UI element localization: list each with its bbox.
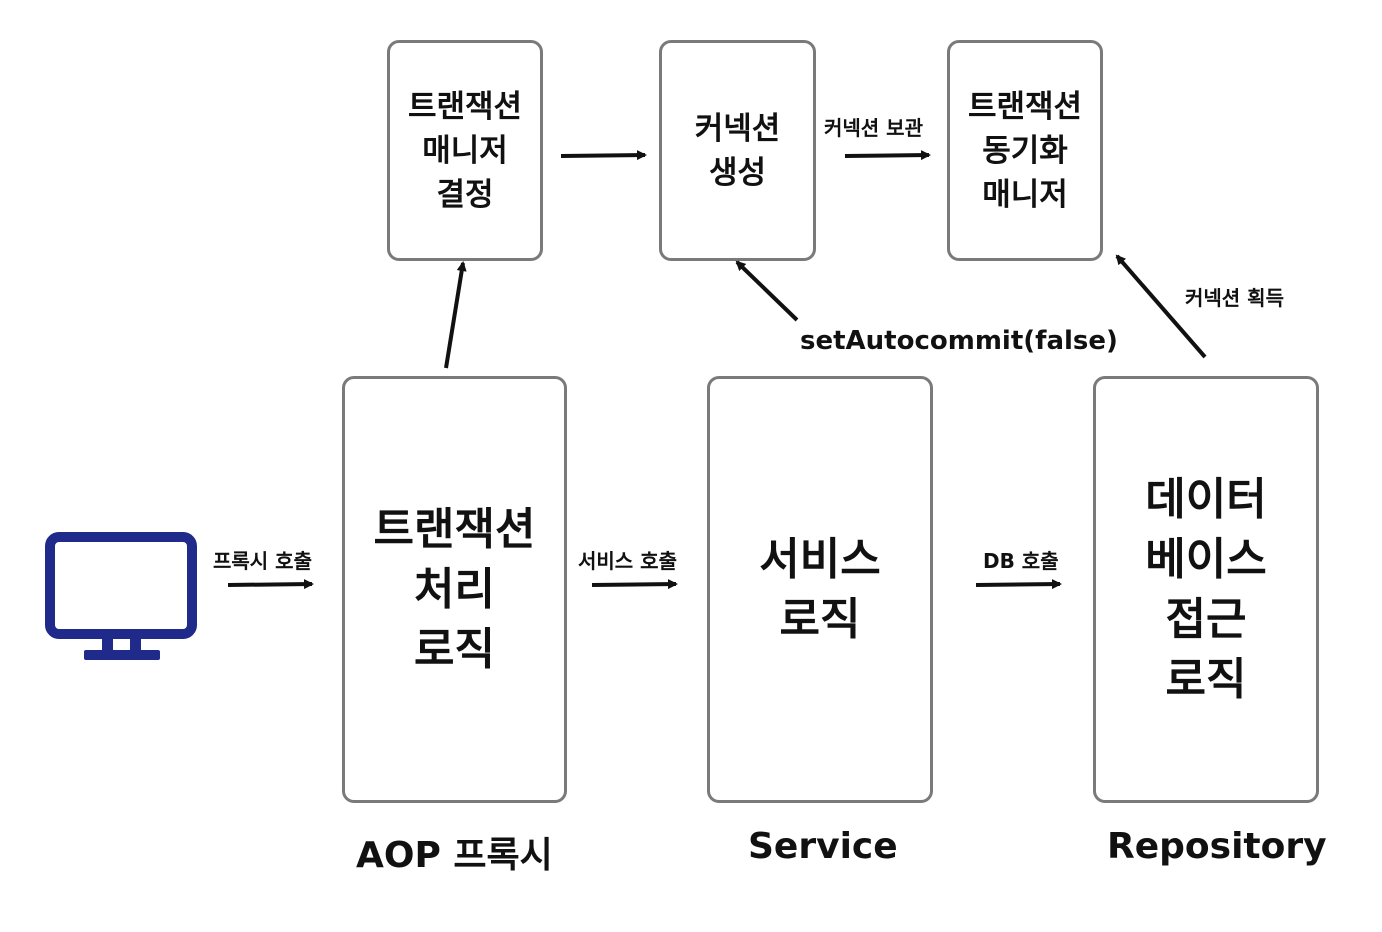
arrow-connection-store <box>844 150 931 161</box>
arrow-set-autocommit <box>735 260 799 322</box>
tx-logic-box: 트랜잭션 처리 로직 <box>342 376 567 803</box>
layer-label-proxy: AOP 프록시 <box>356 835 553 876</box>
layer-label-repository: Repository <box>1107 826 1327 867</box>
box-line: 로직 <box>779 593 861 645</box>
box-line: 트랜잭션 <box>373 503 536 555</box>
box-line: 서비스 <box>759 533 881 585</box>
monitor-icon <box>45 532 197 660</box>
box-line: 커넥션 <box>694 110 781 147</box>
box-line: 결정 <box>436 176 494 213</box>
arrow-proxy-call <box>227 579 314 590</box>
edge-label-db-call: DB 호출 <box>983 549 1059 573</box>
arrow-to-tx-manager <box>444 261 467 369</box>
db-access-logic-box: 데이터 베이스 접근 로직 <box>1093 376 1319 803</box>
arrow-service-call <box>591 579 678 590</box>
box-line: 접근 <box>1165 593 1247 645</box>
tx-sync-manager-box: 트랜잭션 동기화 매니저 <box>947 40 1103 261</box>
service-logic-box: 서비스 로직 <box>707 376 933 803</box>
arrow-db-call <box>975 579 1062 590</box>
box-line: 매니저 <box>422 132 508 169</box>
box-line: 동기화 <box>982 132 1068 169</box>
arrow-to-connection-create <box>560 150 647 161</box>
edge-label-set-autocommit: setAutocommit(false) <box>800 326 1118 356</box>
connection-create-box: 커넥션 생성 <box>659 40 816 261</box>
edge-label-proxy-call: 프록시 호출 <box>213 549 312 573</box>
tx-manager-decision-box: 트랜잭션 매니저 결정 <box>387 40 543 261</box>
box-line: 로직 <box>414 623 495 675</box>
edge-label-connection-store: 커넥션 보관 <box>824 116 923 140</box>
layer-label-service: Service <box>748 826 898 867</box>
box-line: 데이터 <box>1145 473 1267 525</box>
box-line: 베이스 <box>1145 533 1267 585</box>
box-line: 트랜잭션 <box>407 88 523 125</box>
box-line: 매니저 <box>982 176 1068 213</box>
box-line: 처리 <box>414 563 495 615</box>
box-line: 생성 <box>708 154 767 191</box>
edge-label-connection-acquire: 커넥션 획득 <box>1185 286 1284 310</box>
edge-label-service-call: 서비스 호출 <box>578 549 677 573</box>
box-line: 로직 <box>1165 653 1247 705</box>
box-line: 트랜잭션 <box>967 88 1083 125</box>
